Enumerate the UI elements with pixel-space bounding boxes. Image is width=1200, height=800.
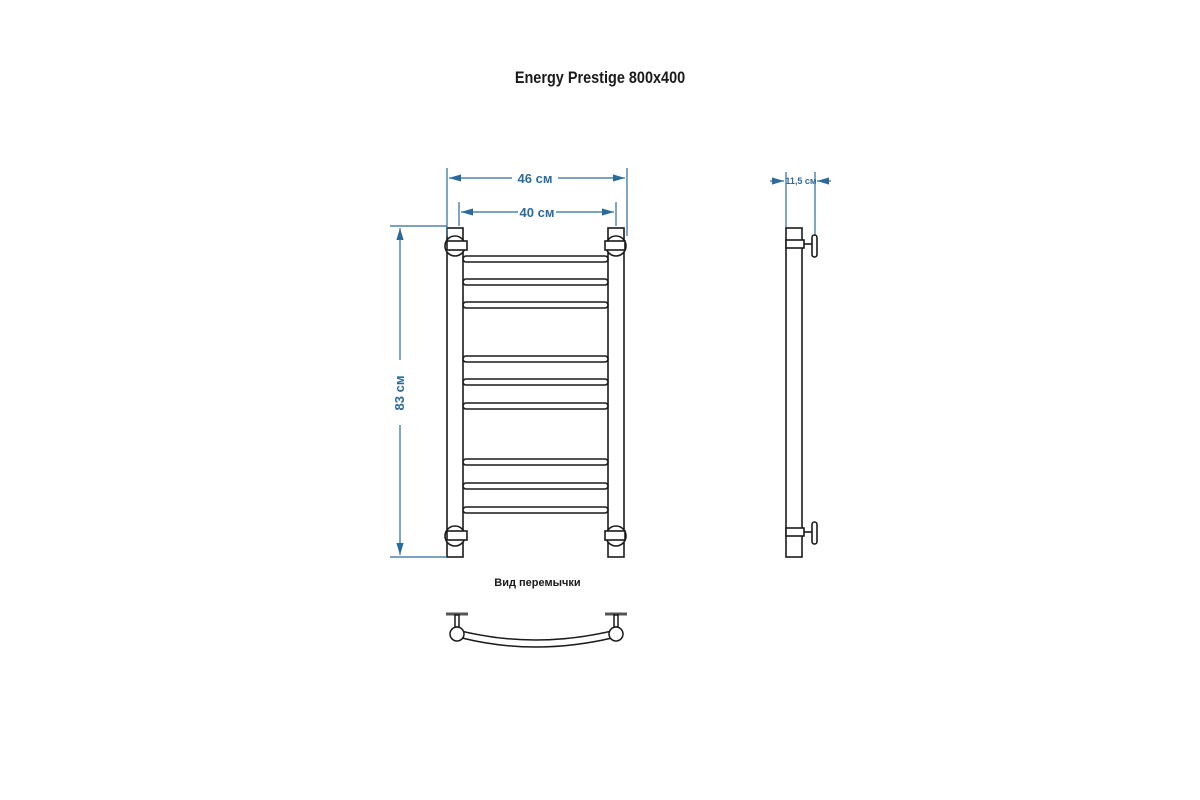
- jumper-view-caption: Вид перемычки: [494, 577, 581, 589]
- overall-width-label: 46 см: [518, 171, 553, 186]
- inner-width-label: 40 см: [520, 205, 555, 220]
- depth-label: 11,5 см: [785, 176, 817, 186]
- diagram-title: Energy Prestige 800x400: [514, 68, 686, 87]
- height-label: 83 см: [392, 376, 407, 411]
- right-rail: [607, 227, 625, 558]
- side-view: [785, 227, 818, 558]
- dimension-lines: [390, 168, 831, 558]
- left-rail: [446, 227, 464, 558]
- crossbars: [462, 255, 609, 514]
- jumper-view: [446, 612, 627, 648]
- front-view: [444, 227, 627, 558]
- connectors: [444, 235, 627, 547]
